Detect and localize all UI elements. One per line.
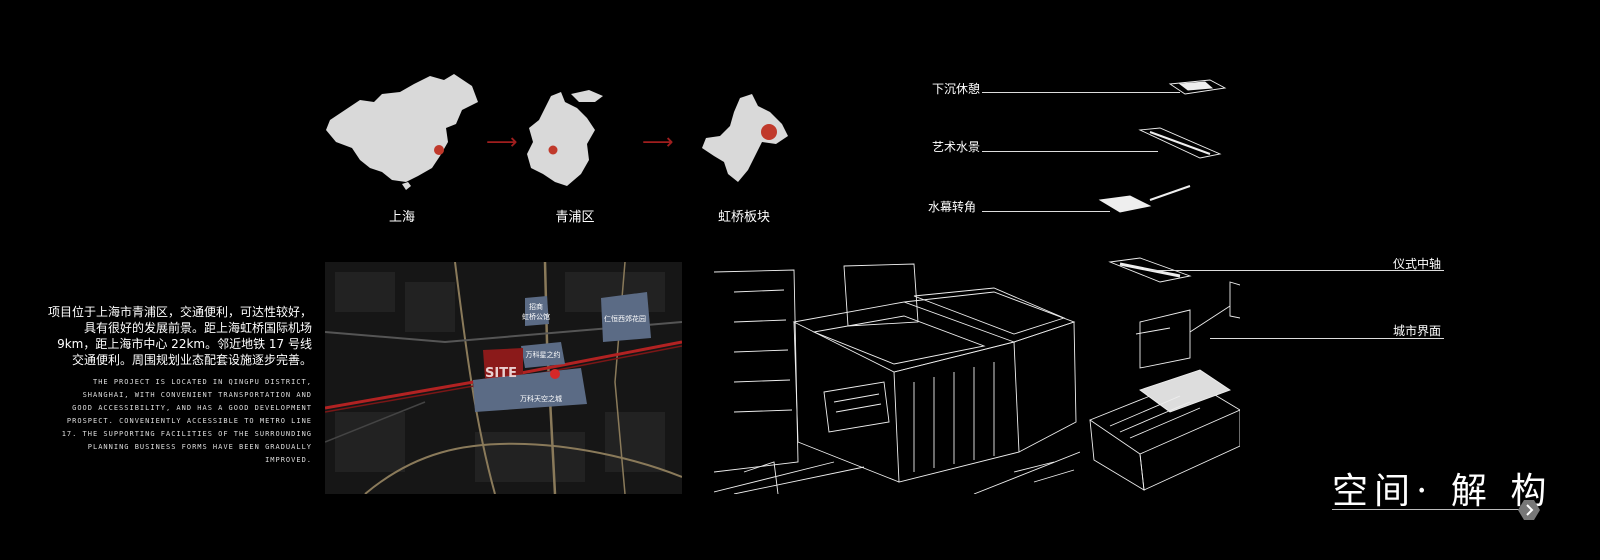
china-outline: [326, 74, 478, 182]
desc-en-line: PROSPECT. CONVENIENTLY ACCESSIBLE TO MET…: [66, 417, 312, 425]
block-label-vanke-sky: 万科天空之城: [520, 395, 562, 403]
block-label-zhaoshang: 招商 虹桥公馆: [522, 303, 550, 321]
exploded-axonometric: [1089, 79, 1240, 491]
step-label-shanghai: 上海: [388, 210, 415, 225]
layer-label-axis: 仪式中轴: [1393, 257, 1442, 271]
description-en: THE PROJECT IS LOCATED IN QINGPU DISTRIC…: [42, 376, 312, 467]
arrow-right-icon: ⟶: [642, 130, 674, 155]
perspective-drawing: [714, 262, 1080, 494]
desc-en-line: PLANNING BUSINESS FORMS HAVE BEEN GRADUA…: [87, 443, 312, 451]
location-dot: [548, 145, 558, 155]
site-label: SITE: [485, 366, 517, 381]
leader-line: [982, 92, 1180, 93]
location-dot: [761, 124, 777, 140]
block-label-vanke-star: 万科星之约: [525, 351, 561, 359]
leader-line: [982, 151, 1158, 152]
qingpu-map: [702, 94, 788, 182]
desc-en-line: 17. THE SUPPORTING FACILITIES OF THE SUR…: [61, 430, 312, 438]
chongming-island: [571, 90, 603, 102]
block-label-renheng: 仁恒西郊花园: [604, 315, 646, 323]
shanghai-map: [527, 90, 603, 186]
china-map: [326, 74, 478, 190]
layer-label-sunken: 下沉休憩: [932, 82, 981, 96]
desc-cn-line: 具有很好的发展前景。距上海虹桥国际机场: [83, 321, 312, 335]
hainan: [402, 182, 411, 190]
desc-en-line: GOOD ACCESSIBILITY, AND HAS A GOOD DEVEL…: [72, 404, 312, 412]
desc-en-line: SHANGHAI, WITH CONVENIENT TRANSPORTATION…: [82, 391, 312, 399]
desc-cn-line: 交通便利。周围规划业态配套设施逐步完善。: [71, 353, 312, 367]
chevron-right-icon: [1518, 500, 1540, 520]
layer-label-water-art: 艺术水景: [932, 140, 981, 154]
layer-label-water-curtain: 水幕转角: [928, 200, 977, 214]
description-cn: 项目位于上海市青浦区，交通便利，可达性较好， 具有很好的发展前景。距上海虹桥国际…: [42, 304, 312, 368]
desc-en-line: IMPROVED.: [265, 456, 312, 464]
title-underline: [1332, 509, 1522, 510]
desc-cn-line: 9km，距上海市中心 22km。邻近地铁 17 号线: [57, 337, 312, 351]
desc-cn-line: 项目位于上海市青浦区，交通便利，可达性较好，: [47, 305, 312, 319]
leader-line: [1150, 270, 1444, 271]
location-dot: [434, 145, 444, 155]
layer-label-interface: 城市界面: [1393, 324, 1442, 338]
step-label-qingpu: 青浦区: [555, 210, 595, 225]
leader-line: [1210, 338, 1444, 339]
qingpu-outline: [702, 94, 788, 182]
step-label-hongqiao: 虹桥板块: [717, 210, 770, 225]
section-title: 空间· 解 构: [1332, 471, 1553, 512]
site-map: SITE 招商 虹桥公馆 仁恒西郊花园 万科星之约 万科天空之城: [325, 262, 682, 494]
site-map-roads: [325, 262, 682, 494]
leader-line: [982, 211, 1110, 212]
desc-en-line: THE PROJECT IS LOCATED IN QINGPU DISTRIC…: [92, 378, 312, 386]
shanghai-outline: [527, 92, 595, 186]
arrow-right-icon: ⟶: [486, 130, 518, 155]
